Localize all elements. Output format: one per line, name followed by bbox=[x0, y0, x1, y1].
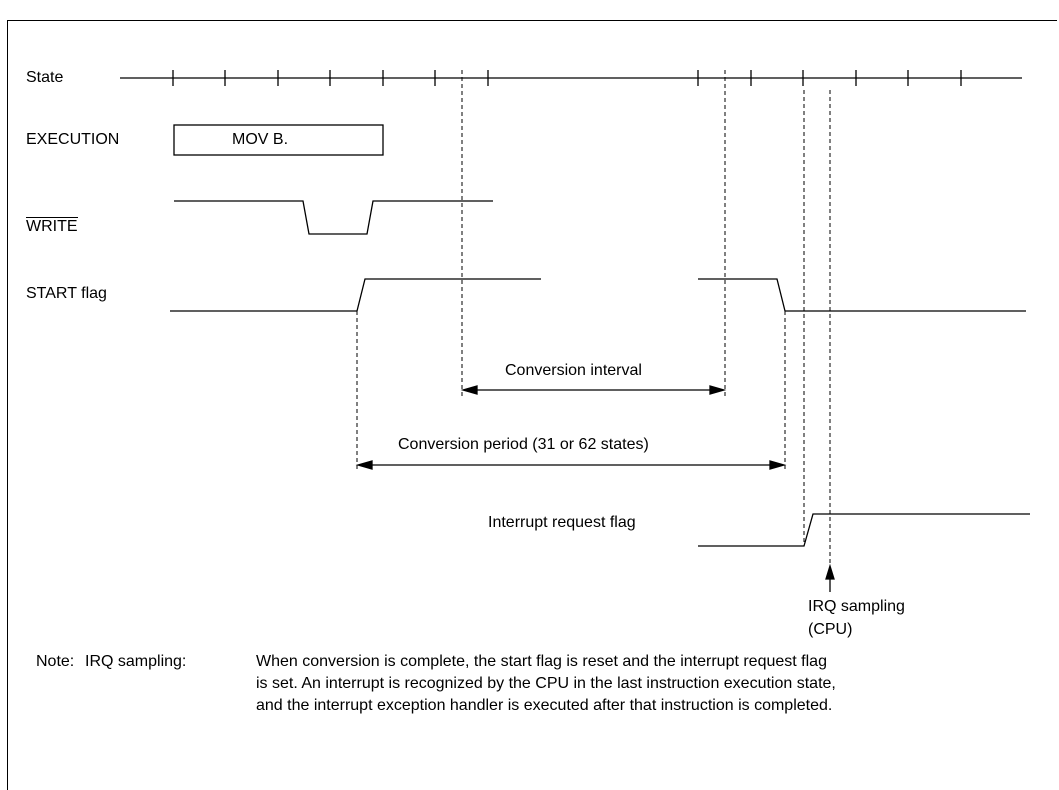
conv-period-arrow-left bbox=[355, 460, 373, 470]
conv-period-arrow-right bbox=[769, 460, 787, 470]
diagram-frame bbox=[7, 20, 1057, 790]
execution-label: EXECUTION bbox=[26, 131, 120, 148]
note-line-1: When conversion is complete, the start f… bbox=[256, 653, 827, 670]
note-term: IRQ sampling: bbox=[85, 653, 187, 670]
interrupt-flag-waveform bbox=[698, 513, 1030, 547]
start-flag-waveform-right bbox=[698, 278, 1026, 312]
execution-box-text: MOV B. bbox=[232, 131, 289, 148]
start-flag-waveform-left bbox=[170, 278, 541, 312]
write-waveform bbox=[174, 200, 493, 235]
write-label: WRITE bbox=[26, 217, 78, 235]
state-label: State bbox=[26, 69, 64, 86]
execution-box bbox=[173, 124, 384, 156]
conv-interval-arrow-left bbox=[460, 385, 478, 395]
start-flag-label: START flag bbox=[26, 285, 107, 302]
conversion-period-label: Conversion period (31 or 62 states) bbox=[398, 436, 649, 453]
note-line-2: is set. An interrupt is recognized by th… bbox=[256, 675, 836, 692]
note-line-3: and the interrupt exception handler is e… bbox=[256, 697, 833, 714]
note-prefix: Note: bbox=[36, 653, 75, 670]
irq-sampling-label: IRQ sampling bbox=[808, 598, 905, 615]
conversion-interval-label: Conversion interval bbox=[505, 362, 642, 379]
interrupt-flag-label: Interrupt request flag bbox=[488, 514, 636, 531]
irq-arrow-head bbox=[825, 563, 835, 580]
irq-sampling-cpu-label: (CPU) bbox=[808, 621, 853, 638]
conv-interval-arrow-right bbox=[709, 385, 727, 395]
state-ticks bbox=[172, 70, 962, 86]
